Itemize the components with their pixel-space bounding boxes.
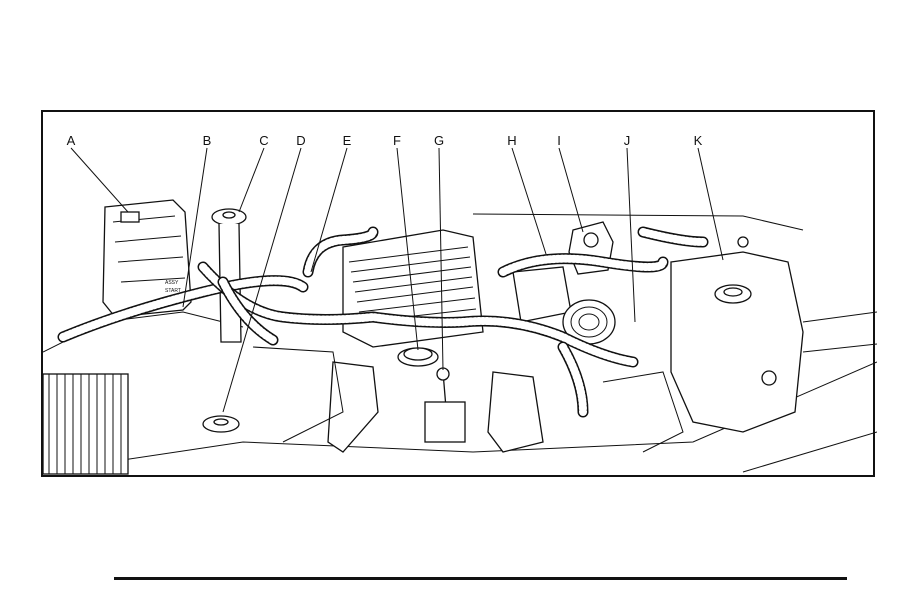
- callout-g: G: [434, 134, 444, 147]
- fuse-block-label-1: ASSY: [165, 280, 179, 286]
- hood-line: [473, 214, 803, 230]
- engine-compartment-illustration: ASSY START: [41, 110, 875, 477]
- coolant-tank: [671, 252, 803, 432]
- callout-e: E: [343, 134, 352, 147]
- callout-d: D: [296, 134, 305, 147]
- callout-i: I: [557, 134, 561, 147]
- dipstick: [425, 368, 465, 442]
- callout-j: J: [624, 134, 631, 147]
- engine-drawing: ASSY START: [43, 112, 877, 479]
- leader-j: [627, 148, 635, 322]
- leader-c: [239, 148, 264, 212]
- page-footer-rule: [114, 577, 847, 580]
- lower-cap: [203, 416, 239, 432]
- callout-a: A: [67, 134, 76, 147]
- leader-i: [559, 148, 583, 232]
- callout-b: B: [203, 134, 212, 147]
- callout-k: K: [694, 134, 703, 147]
- callout-c: C: [259, 134, 268, 147]
- leader-e: [311, 148, 347, 272]
- leader-h: [512, 148, 546, 254]
- upper-bolt: [738, 237, 748, 247]
- callout-h: H: [507, 134, 516, 147]
- leader-a: [71, 148, 128, 212]
- radiator-grille: [43, 374, 128, 474]
- center-cap: [398, 348, 438, 366]
- valve-cover: [343, 230, 483, 347]
- callout-f: F: [393, 134, 401, 147]
- right-bolt: [762, 371, 776, 385]
